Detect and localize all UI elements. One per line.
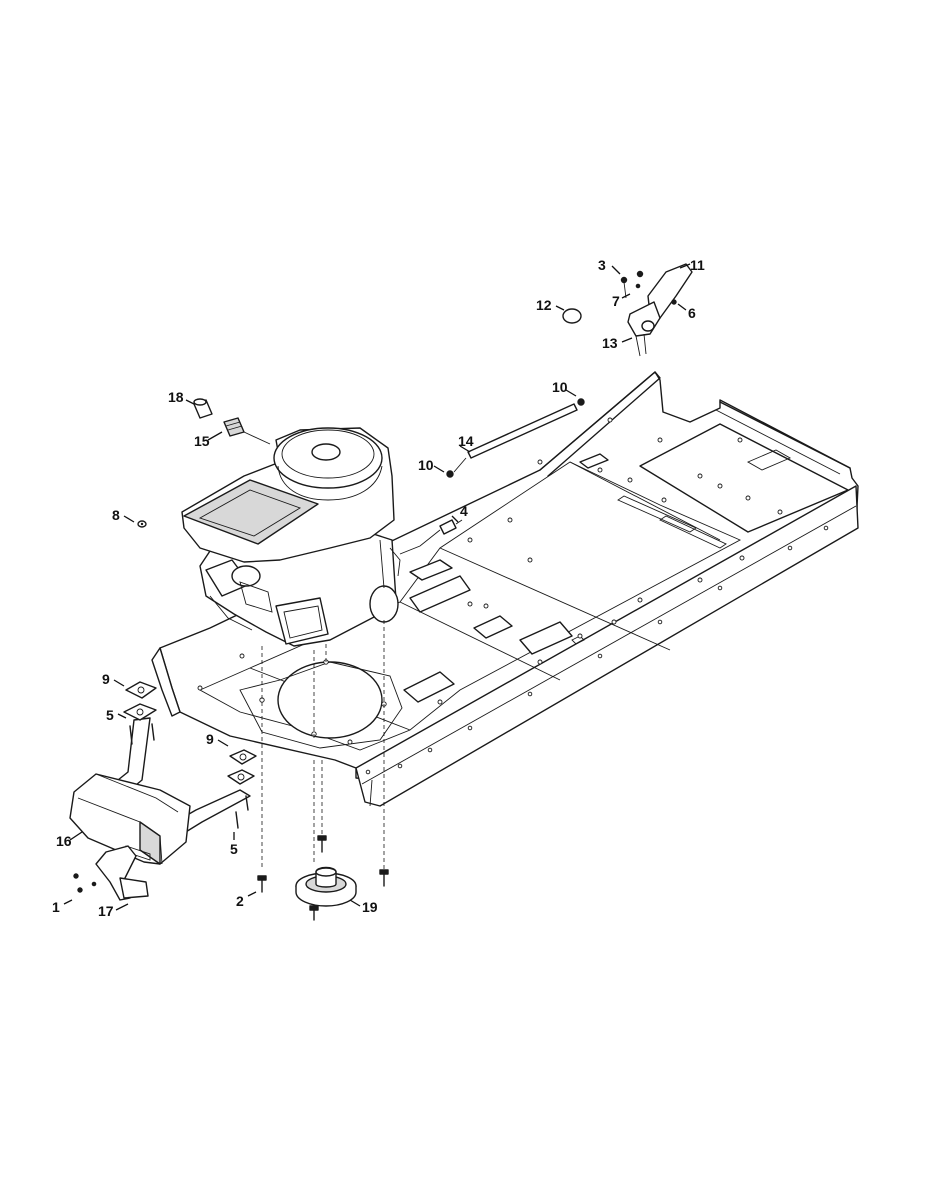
callout-16: 16: [56, 833, 72, 849]
callout-19: 19: [362, 899, 378, 915]
callout-5-right: 5: [230, 841, 238, 857]
control-rod-part: [446, 398, 585, 478]
callout-2: 2: [236, 893, 244, 909]
callout-13: 13: [602, 335, 618, 351]
callout-3: 3: [598, 257, 606, 273]
callout-4: 4: [460, 503, 468, 519]
throttle-lever-part: [620, 263, 693, 357]
callout-labels: 1 2 3 4 5 5 6 7 8 9 9 10 10 11 12 13 14 …: [52, 257, 705, 919]
pulley-part: [295, 866, 357, 907]
callout-8: 8: [112, 507, 120, 523]
engine-assembly: [181, 427, 401, 870]
callout-1: 1: [52, 899, 60, 915]
callout-9-left: 9: [102, 671, 110, 687]
callout-10-bottom: 10: [418, 457, 434, 473]
callout-17: 17: [98, 903, 114, 919]
muffler-assembly: [69, 681, 257, 901]
callout-7: 7: [612, 293, 620, 309]
callout-10-top: 10: [552, 379, 568, 395]
callout-9-right: 9: [206, 731, 214, 747]
bolt-parts: [257, 835, 389, 921]
fuel-filter-part: [193, 398, 271, 445]
bushing-part: [399, 519, 463, 555]
callout-14: 14: [458, 433, 474, 449]
callout-15: 15: [194, 433, 210, 449]
callout-5-left: 5: [106, 707, 114, 723]
chassis-frame: [151, 371, 859, 807]
callout-12: 12: [536, 297, 552, 313]
callout-18: 18: [168, 389, 184, 405]
callout-6: 6: [688, 305, 696, 321]
washer-part: [137, 520, 147, 528]
callout-11: 11: [690, 257, 705, 273]
cap-part: [562, 308, 582, 324]
leader-lines: [63, 263, 691, 911]
